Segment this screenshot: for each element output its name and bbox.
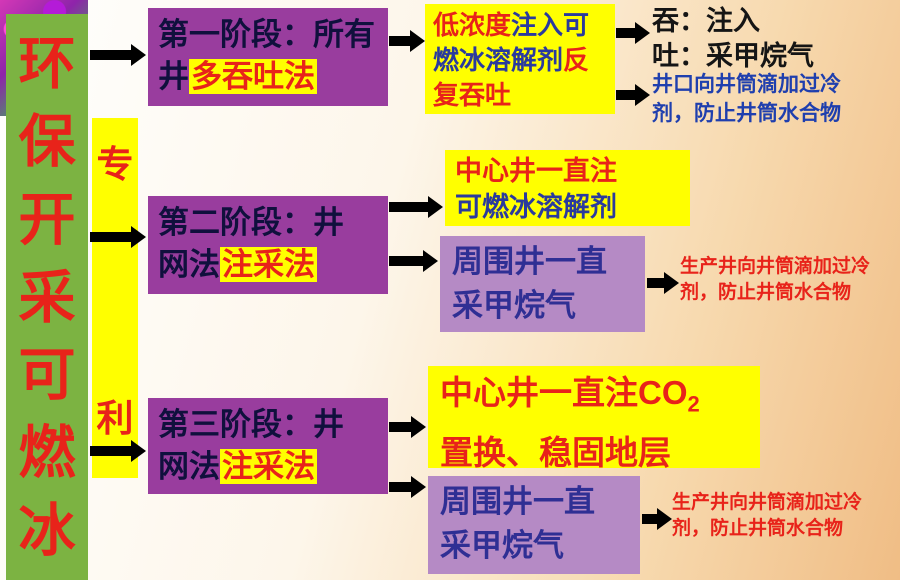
title-char: 可 <box>18 341 76 409</box>
center-inject-line2: 可燃冰溶解剂 <box>455 192 617 222</box>
arrow-title-to-stage1 <box>90 44 146 66</box>
solvent-seg2: 注入可燃冰溶解剂 <box>433 10 590 75</box>
stage2-line2-prefix: 网法 <box>158 247 220 282</box>
title-char: 采 <box>18 263 76 331</box>
vertical-title-bar: 环 保 开 采 可 燃 冰 <box>6 14 88 580</box>
produce3-line1: 周围井一直 <box>440 484 595 519</box>
stage1-method-highlight: 多吞吐法 <box>189 59 317 94</box>
arrow-inject1-to-result <box>616 22 650 44</box>
stage2-method-highlight: 注采法 <box>220 247 317 282</box>
stage1-title-line2: 井多吞吐法 <box>158 56 388 98</box>
title-char: 开 <box>18 185 76 253</box>
surround-well-produce-box-2: 周围井一直 采甲烷气 <box>440 236 645 332</box>
swallow-spit-result: 吞：注入 吐：采甲烷气 <box>652 4 862 74</box>
patent-strip: 专 利 <box>92 118 138 478</box>
stage2-box: 第二阶段：井 网法注采法 <box>148 196 388 294</box>
arrow-title-to-stage3 <box>90 440 146 462</box>
arrow-stage2-to-inject <box>389 196 443 218</box>
produce2-line1: 周围井一直 <box>452 244 607 279</box>
arrow-stage3-to-inject <box>389 416 426 438</box>
co2-inject-line1: 中心井一直注CO2 <box>440 369 748 429</box>
result-line1: 吞：注入 <box>652 6 760 36</box>
stage3-method-highlight: 注采法 <box>220 449 317 484</box>
arrow-produce2-to-note <box>647 272 679 294</box>
stage2-title-line2: 网法注采法 <box>158 244 388 286</box>
co2-line1-text: 中心井一直注CO <box>440 374 688 411</box>
arrow-inject1-to-note <box>616 84 650 106</box>
patent-char-top: 专 <box>96 142 134 186</box>
arrow-title-to-stage2 <box>90 226 146 248</box>
title-char: 保 <box>18 107 76 175</box>
stage3-title-line2: 网法注采法 <box>158 446 388 488</box>
wellhead-coolant-note: 井口向井筒滴加过冷剂，防止井筒水合物 <box>652 73 841 125</box>
arrow-stage1-to-inject <box>389 30 425 52</box>
produce2-line2: 采甲烷气 <box>452 288 576 323</box>
stage1-line2-prefix: 井 <box>158 59 189 94</box>
co2-inject-line2: 置换、稳固地层 <box>440 433 671 471</box>
title-char: 燃 <box>18 419 76 487</box>
co2-inject-box: 中心井一直注CO2 置换、稳固地层 <box>428 366 760 471</box>
stage1-box: 第一阶段：所有 井多吞吐法 <box>148 8 388 106</box>
result-line2: 吐：采甲烷气 <box>652 41 814 71</box>
produce3-line2: 采甲烷气 <box>440 528 564 563</box>
arrow-produce3-to-note <box>642 508 672 530</box>
stage3-line2-prefix: 网法 <box>158 449 220 484</box>
stage2-title-line1: 第二阶段：井 <box>158 205 344 240</box>
patent-char-bottom: 利 <box>96 396 134 440</box>
solvent-seg3: 反复吞吐 <box>433 45 590 110</box>
stage1-title-line1: 第一阶段：所有 <box>158 17 375 52</box>
title-char: 冰 <box>18 497 76 565</box>
center-well-inject-box: 中心井一直注 可燃冰溶解剂 <box>445 150 690 226</box>
stage3-title-line1: 第三阶段：井 <box>158 407 344 442</box>
solvent-seg1: 低浓度 <box>433 10 512 40</box>
solvent-inject-box: 低浓度注入可燃冰溶解剂反复吞吐 <box>425 4 615 114</box>
co2-subscript: 2 <box>687 391 700 417</box>
arrow-stage3-to-produce <box>389 476 426 498</box>
production-well-coolant-note-2: 生产井向井筒滴加过冷剂，防止井筒水合物 <box>680 256 871 303</box>
arrow-stage2-to-produce <box>389 250 438 272</box>
production-well-coolant-note-3: 生产井向井筒滴加过冷剂，防止井筒水合物 <box>672 492 863 539</box>
stage3-box: 第三阶段：井 网法注采法 <box>148 398 388 494</box>
surround-well-produce-box-3: 周围井一直 采甲烷气 <box>428 476 640 574</box>
center-inject-line1: 中心井一直注 <box>455 156 617 186</box>
title-char: 环 <box>18 29 76 97</box>
